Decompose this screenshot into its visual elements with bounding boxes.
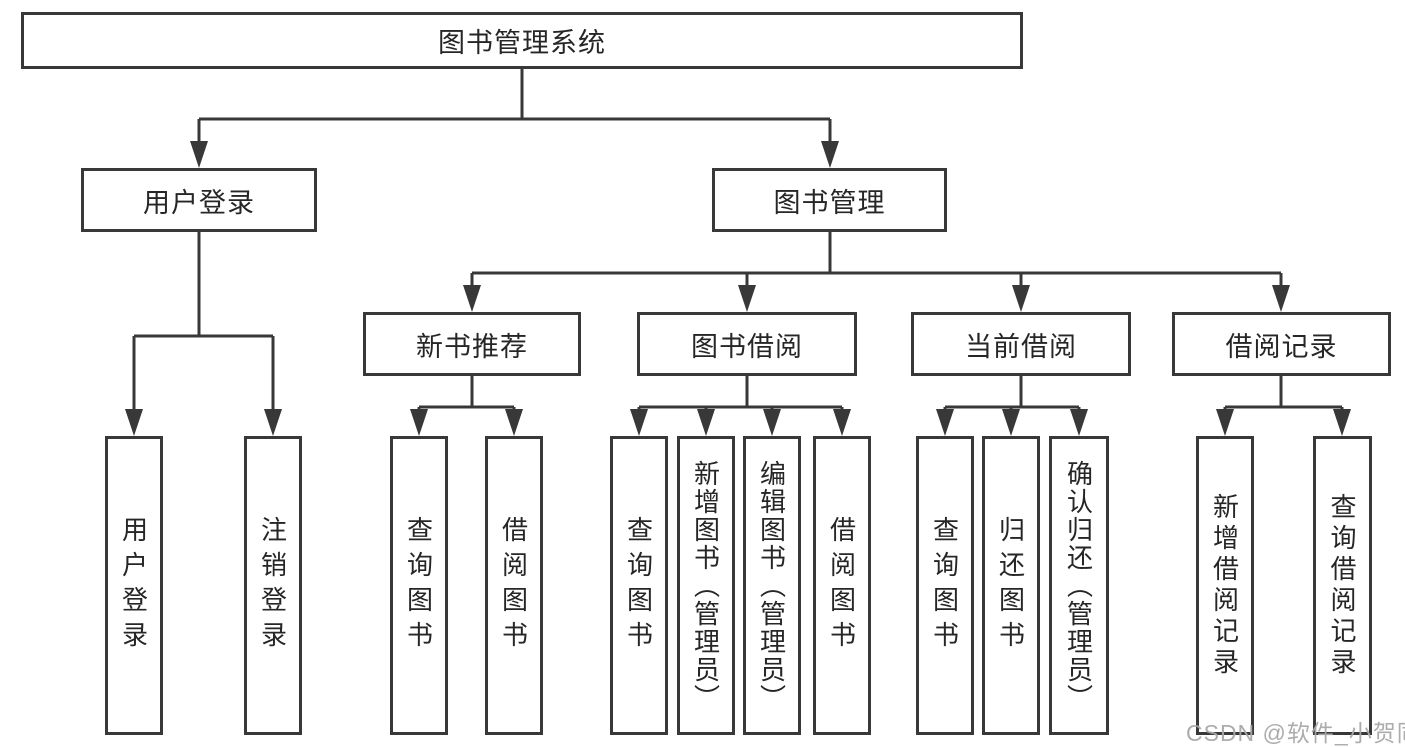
node-label: 借阅记录 bbox=[1225, 331, 1338, 362]
leaf-label: 新增借阅记录 bbox=[1209, 492, 1240, 679]
connector-records-children bbox=[1223, 376, 1344, 414]
leaf-logout: 注销登录 bbox=[244, 436, 302, 735]
leaf-user-login: 用户登录 bbox=[105, 436, 163, 735]
leaf-add-books-admin: 新增图书（管理员） bbox=[677, 436, 735, 735]
node-borrow-records: 借阅记录 bbox=[1172, 312, 1391, 376]
node-label: 图书管理 bbox=[773, 187, 886, 218]
node-label: 图书借阅 bbox=[691, 331, 803, 362]
node-book-management: 图书管理 bbox=[712, 168, 947, 232]
leaf-query-books-recommend: 查询图书 bbox=[390, 436, 448, 735]
leaf-return-books: 归还图书 bbox=[982, 436, 1040, 735]
leaf-edit-books-admin: 编辑图书（管理员） bbox=[743, 436, 801, 735]
leaf-label: 查询借阅记录 bbox=[1327, 492, 1357, 679]
node-root-system: 图书管理系统 bbox=[21, 12, 1023, 69]
leaf-confirm-return-admin: 确认归还（管理员） bbox=[1049, 436, 1109, 735]
node-new-book-recommend: 新书推荐 bbox=[363, 312, 581, 376]
arrowhead-icon bbox=[505, 409, 523, 436]
leaf-label: 借阅图书 bbox=[498, 515, 529, 656]
arrowhead-icon bbox=[190, 141, 208, 168]
leaf-label: 借阅图书 bbox=[826, 515, 857, 656]
leaf-label: 查询图书 bbox=[403, 515, 434, 656]
arrowhead-icon bbox=[936, 409, 954, 436]
connector-user-login-children bbox=[132, 232, 275, 414]
node-user-login: 用户登录 bbox=[81, 168, 317, 232]
leaf-add-borrow-record: 新增借阅记录 bbox=[1196, 436, 1254, 735]
arrowhead-icon bbox=[1002, 409, 1020, 436]
arrowhead-icon bbox=[697, 409, 715, 436]
node-book-borrow: 图书借阅 bbox=[637, 312, 857, 376]
leaf-label: 注销登录 bbox=[257, 515, 288, 656]
node-label: 图书管理系统 bbox=[438, 28, 606, 58]
leaf-label: 确认归还（管理员） bbox=[1063, 459, 1094, 712]
arrowhead-icon bbox=[1272, 285, 1290, 312]
leaf-borrow-books: 借阅图书 bbox=[813, 436, 871, 735]
arrowhead-icon bbox=[1070, 409, 1088, 436]
connector-recommend-children bbox=[417, 376, 516, 414]
arrowhead-icon bbox=[463, 285, 481, 312]
arrowhead-icon bbox=[738, 285, 756, 312]
connector-root-to-level2 bbox=[197, 69, 832, 146]
node-current-borrow: 当前借阅 bbox=[911, 312, 1131, 376]
leaf-label: 用户登录 bbox=[118, 515, 149, 656]
arrowhead-icon bbox=[410, 409, 428, 436]
leaf-query-books-current: 查询图书 bbox=[916, 436, 974, 735]
connector-current-children bbox=[943, 376, 1081, 414]
node-label: 新书推荐 bbox=[416, 331, 528, 362]
leaf-query-books-borrow: 查询图书 bbox=[610, 436, 668, 735]
arrowhead-icon bbox=[1012, 285, 1030, 312]
leaf-label: 编辑图书（管理员） bbox=[756, 459, 787, 712]
leaf-label: 新增图书（管理员） bbox=[690, 459, 721, 712]
arrowhead-icon bbox=[630, 409, 648, 436]
node-label: 当前借阅 bbox=[965, 331, 1077, 362]
leaf-label: 查询图书 bbox=[929, 515, 960, 656]
leaf-query-borrow-record: 查询借阅记录 bbox=[1313, 436, 1372, 735]
connector-book-mgmt-to-level3 bbox=[470, 232, 1283, 290]
arrowhead-icon bbox=[833, 409, 851, 436]
arrowhead-icon bbox=[125, 409, 143, 436]
arrowhead-icon bbox=[763, 409, 781, 436]
leaf-label: 归还图书 bbox=[995, 515, 1026, 656]
arrowhead-icon bbox=[264, 409, 282, 436]
arrowhead-icon bbox=[821, 141, 839, 168]
leaf-borrow-books-recommend: 借阅图书 bbox=[485, 436, 543, 735]
arrowhead-icon bbox=[1216, 409, 1234, 436]
connector-borrow-children bbox=[637, 376, 844, 414]
node-label: 用户登录 bbox=[143, 187, 255, 218]
watermark-text: CSDN @软件_小贺同学 bbox=[1186, 720, 1405, 746]
leaf-label: 查询图书 bbox=[623, 515, 654, 656]
arrowhead-icon bbox=[1333, 409, 1351, 436]
